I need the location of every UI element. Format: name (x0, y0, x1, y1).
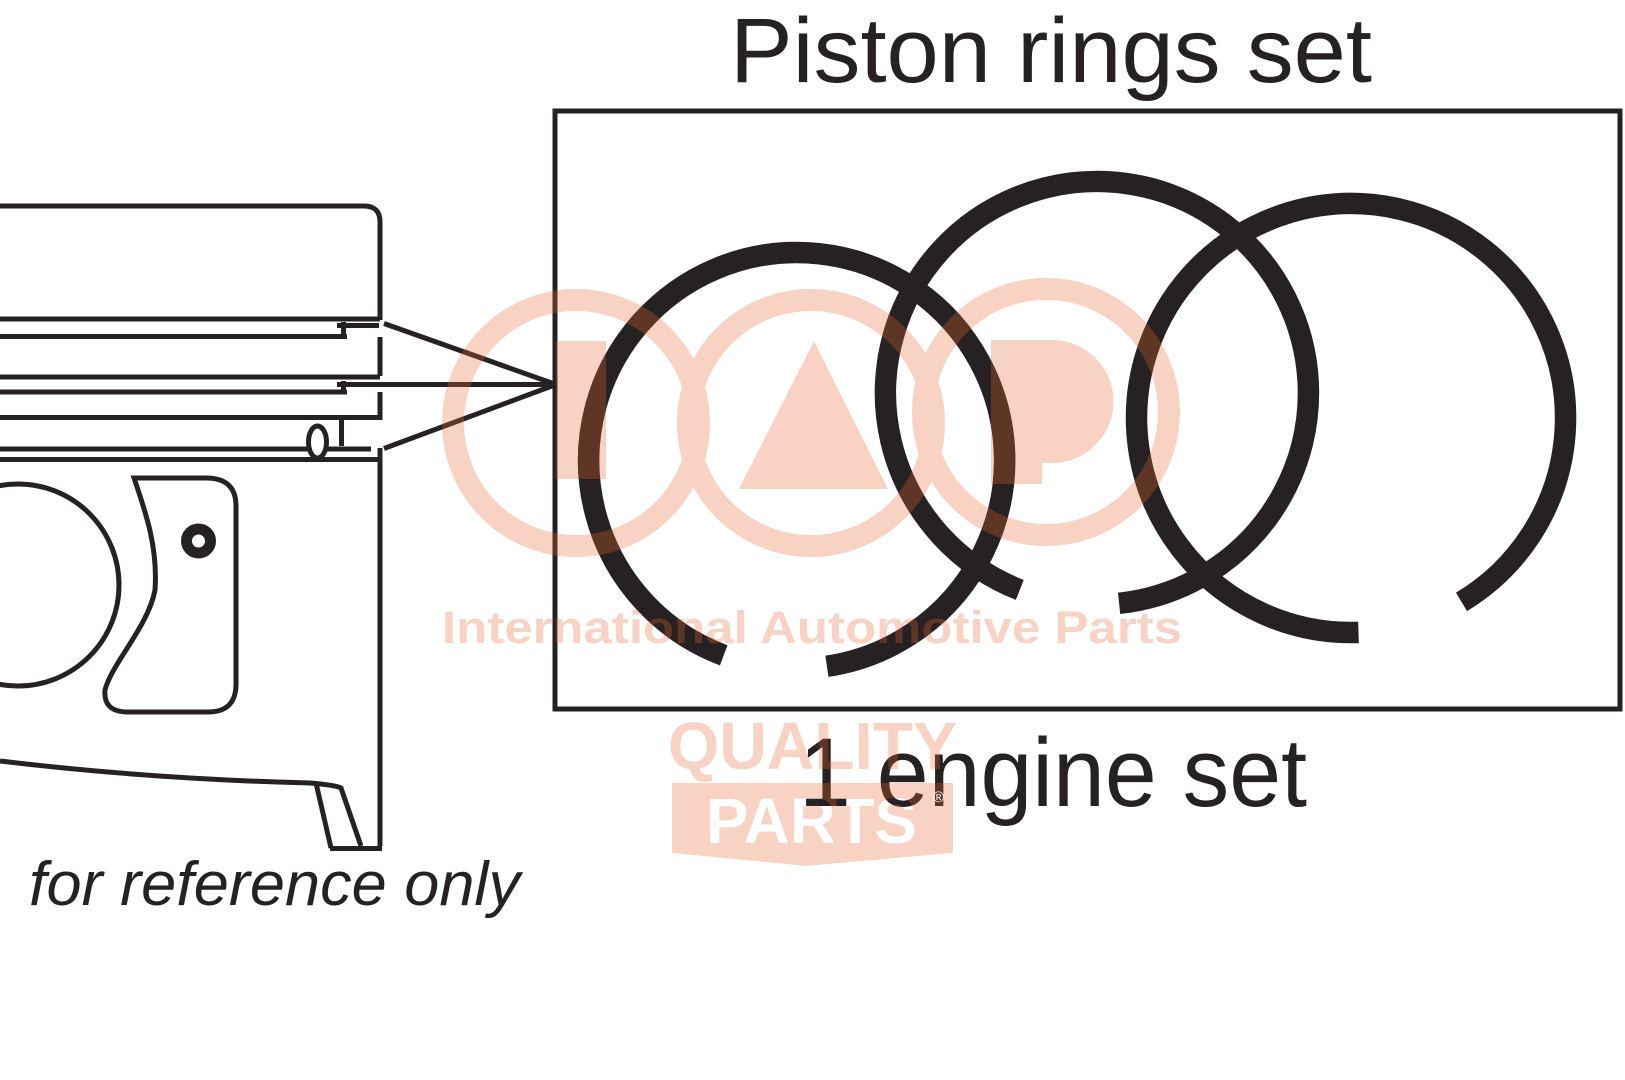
svg-text:Piston rings set: Piston rings set (730, 0, 1372, 102)
svg-text:for reference only: for reference only (29, 850, 524, 919)
svg-text:®: ® (933, 789, 944, 806)
